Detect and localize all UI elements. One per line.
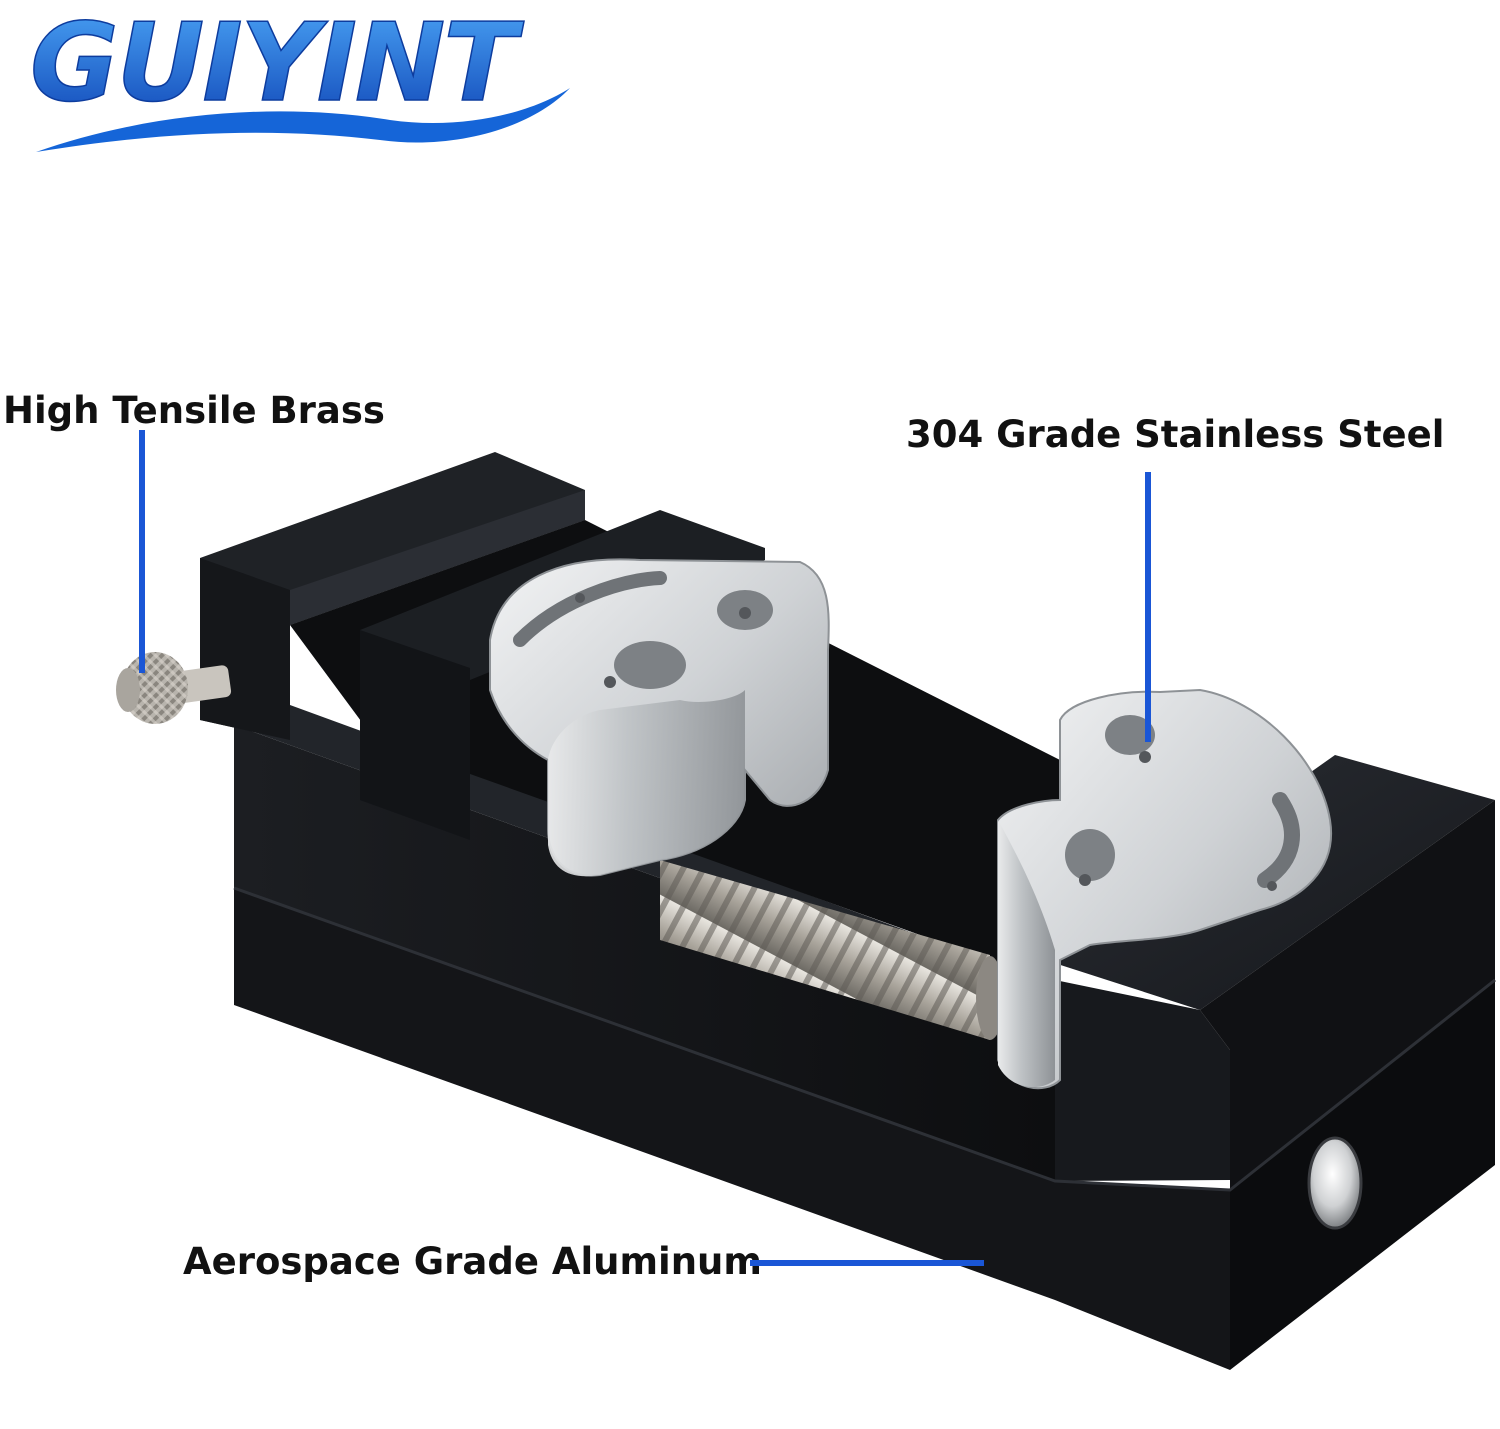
- callout-brass-label: High Tensile Brass: [3, 389, 385, 432]
- brand-name: GUIYINT: [30, 2, 524, 126]
- callout-aluminum-leader: [750, 1260, 984, 1266]
- callout-brass-leader: [139, 430, 145, 673]
- guiyint-wave-logo: GUIYINT: [30, 2, 570, 152]
- callout-aluminum-label: Aerospace Grade Aluminum: [183, 1240, 762, 1283]
- callout-steel-leader: [1145, 472, 1151, 742]
- callout-steel-label: 304 Grade Stainless Steel: [906, 413, 1445, 456]
